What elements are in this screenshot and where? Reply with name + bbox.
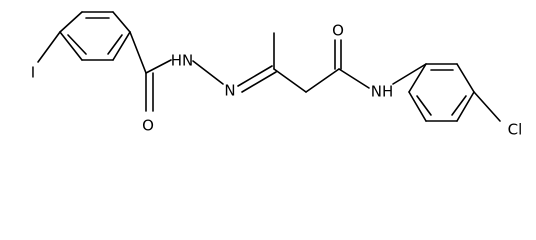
chlorobenzene-ring [408,63,475,122]
chain-bond-1 [273,68,307,93]
amide-nh-label: NH [371,83,394,101]
carbonyl-amide-n-bond [338,68,370,89]
chlorine-label: Cl [508,121,523,139]
left-carbonyl-oxygen-label: O [142,117,154,135]
nh-ch2-bond [392,63,427,85]
hydrazide-nh-label: HN [171,52,194,70]
iodobenzene-ring [59,11,131,61]
nh-n-bond [192,60,224,85]
c-i-bond [37,31,61,63]
c-cl-bond [473,91,501,122]
right-carbonyl-oxygen-label: O [332,22,344,40]
iodine-label: I [31,64,35,82]
imine-double-bond-a [237,65,273,87]
carbonyl-nh-bond [145,59,172,74]
imine-double-bond-b [241,71,277,93]
structure-diagram: I O HN N O NH [31,11,523,139]
chain-bond-2 [305,68,340,93]
imine-n-label: N [224,82,235,100]
ring-carbonyl-bond [129,31,147,74]
molecule-canvas: I O HN N O NH [30,11,523,139]
